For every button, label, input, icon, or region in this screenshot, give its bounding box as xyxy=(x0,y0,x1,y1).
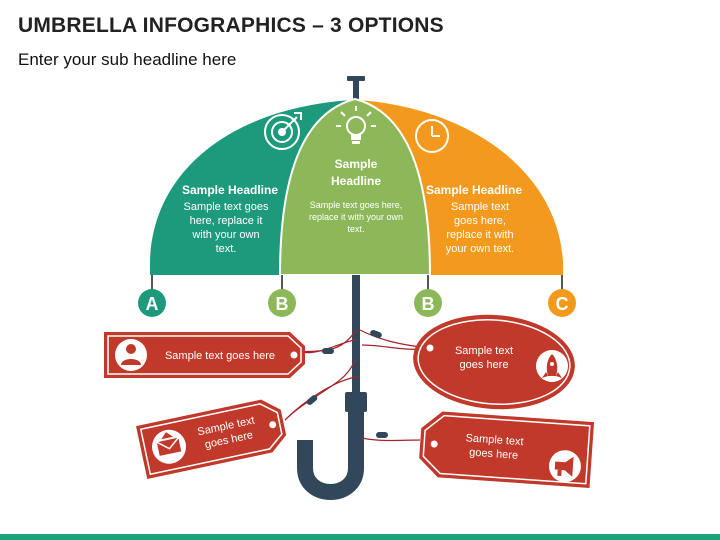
umbrella-shaft xyxy=(352,275,360,397)
left-panel-headline: Sample Headline xyxy=(182,183,278,197)
marker-b-left-label: B xyxy=(276,294,289,314)
marker-c-label: C xyxy=(556,294,569,314)
center-panel-line: Sample text goes here, xyxy=(310,200,403,210)
center-panel-line: text. xyxy=(347,224,364,234)
clock-icon xyxy=(415,119,449,153)
target-icon xyxy=(264,112,302,150)
tag-user: Sample text goes here xyxy=(104,332,305,378)
center-panel-text: Sample Headline Sample text goes here, r… xyxy=(309,157,403,234)
marker-c: C xyxy=(548,289,576,317)
tag-mail: Sample text goes here xyxy=(136,399,287,480)
page-title: UMBRELLA INFOGRAPHICS – 3 OPTIONS xyxy=(18,14,444,37)
canopy-right-panel xyxy=(358,100,563,275)
marker-a: A xyxy=(138,289,166,317)
marker-b-left: B xyxy=(268,289,296,317)
tag-megaphone-text: Sample text xyxy=(465,432,524,448)
string-knots xyxy=(306,329,388,438)
user-icon xyxy=(121,344,141,365)
rocket-icon xyxy=(542,354,562,378)
left-panel-line: text. xyxy=(216,243,237,255)
umbrella-tip-stem xyxy=(353,80,359,102)
mail-icon xyxy=(156,432,182,456)
marker-b-right: B xyxy=(414,289,442,317)
center-panel-headline: Headline xyxy=(331,174,381,188)
left-panel-line: Sample text goes xyxy=(184,201,269,213)
left-panel-text: Sample Headline Sample text goes here, r… xyxy=(182,183,278,255)
lightbulb-icon xyxy=(336,106,376,144)
right-panel-text: Sample Headline Sample text goes here, r… xyxy=(426,183,522,255)
canopy-center-panel xyxy=(278,97,432,276)
umbrella-handle xyxy=(297,396,364,500)
tag-megaphone: Sample text goes here xyxy=(419,411,595,488)
right-panel-line: replace it with xyxy=(446,229,513,241)
canopy-left-panel xyxy=(150,100,352,275)
megaphone-icon xyxy=(554,456,574,477)
right-panel-headline: Sample Headline xyxy=(426,183,522,197)
tag-rocket: Sample text goes here xyxy=(413,314,575,410)
umbrella-tip xyxy=(347,76,365,81)
center-panel-headline: Sample xyxy=(335,157,378,171)
tag-rocket-text: goes here xyxy=(460,359,509,371)
tag-rocket-text: Sample text xyxy=(455,345,513,357)
umbrella-grip xyxy=(345,392,367,412)
right-panel-line: your own text. xyxy=(446,243,514,255)
center-panel-line: replace it with your own xyxy=(309,212,403,222)
left-panel-line: here, replace it xyxy=(190,215,263,227)
page-subtitle: Enter your sub headline here xyxy=(18,50,237,69)
tag-user-text: Sample text goes here xyxy=(165,350,275,362)
tag-megaphone-text: goes here xyxy=(469,447,519,462)
marker-a-label: A xyxy=(146,294,159,314)
right-panel-line: goes here, xyxy=(454,215,506,227)
right-panel-line: Sample text xyxy=(451,201,509,213)
bottom-accent-bar xyxy=(0,534,720,540)
marker-b-right-label: B xyxy=(422,294,435,314)
left-panel-line: with your own xyxy=(191,229,259,241)
